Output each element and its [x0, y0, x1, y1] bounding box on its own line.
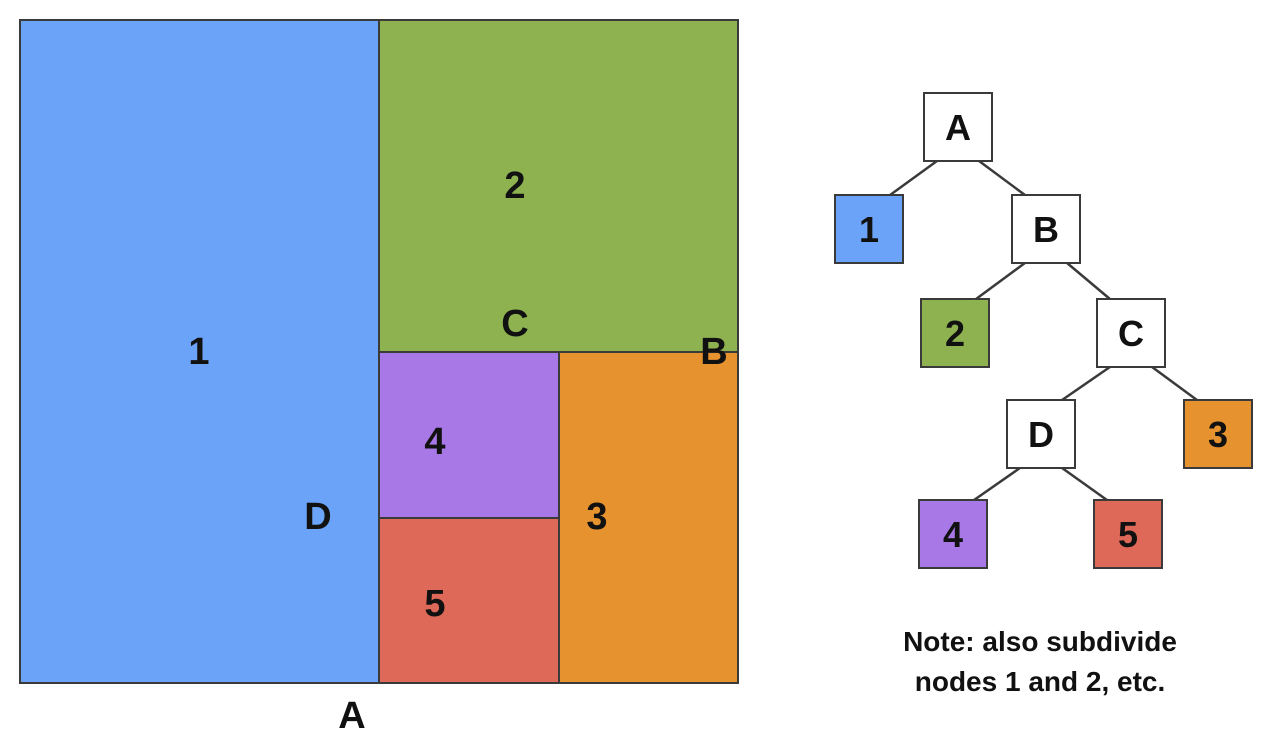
region-1-label: 1: [188, 331, 210, 373]
tree-node-box-2: [920, 298, 990, 368]
tree-node-label-2: 2: [945, 313, 965, 354]
note-line-1: Note: also subdivide: [903, 626, 1177, 657]
region-4-label: 4: [424, 421, 446, 463]
region-3-label: 3: [586, 496, 608, 538]
tree-edge-C-3: [1151, 365, 1198, 402]
tree-node-box-A: [923, 92, 993, 162]
note: Note: also subdivide nodes 1 and 2, etc.: [860, 622, 1220, 702]
split-label-d: D: [304, 496, 332, 538]
tree-node-label-B: B: [1033, 209, 1059, 250]
tree-edge-D-5: [1061, 466, 1108, 502]
tree-node-1: 1: [834, 194, 904, 264]
tree-node-D: D: [1006, 399, 1076, 469]
tree-node-box-C: [1096, 298, 1166, 368]
tree-edge-B-2: [975, 261, 1026, 301]
tree-node-label-4: 4: [943, 514, 963, 555]
tree-edge-D-4: [973, 466, 1021, 502]
tree-node-label-D: D: [1028, 414, 1054, 455]
tree-node-5: 5: [1093, 499, 1163, 569]
split-label-a: A: [338, 695, 366, 737]
tree-node-box-1: [834, 194, 904, 264]
region-3: [558, 351, 739, 684]
tree-node-box-D: [1006, 399, 1076, 469]
tree-node-label-C: C: [1118, 313, 1144, 354]
tree-node-label-3: 3: [1208, 414, 1228, 455]
tree-node-box-5: [1093, 499, 1163, 569]
region-2-label: 2: [504, 165, 526, 207]
tree-edge-B-C: [1066, 262, 1111, 300]
tree-node-label-1: 1: [859, 209, 879, 250]
tree-edge-A-B: [978, 159, 1026, 197]
tree-node-label-A: A: [945, 107, 971, 148]
tree-node-4: 4: [918, 499, 988, 569]
split-label-b: B: [700, 331, 728, 373]
tree-node-box-B: [1011, 194, 1081, 264]
tree-edge-A-1: [889, 159, 938, 197]
tree-node-box-4: [918, 499, 988, 569]
tree-node-2: 2: [920, 298, 990, 368]
tree-node-B: B: [1011, 194, 1081, 264]
tree-edge-C-D: [1061, 365, 1111, 402]
tree-node-box-3: [1183, 399, 1253, 469]
tree-node-3: 3: [1183, 399, 1253, 469]
region-5-label: 5: [424, 583, 446, 625]
region-2: [378, 19, 739, 353]
tree-node-A: A: [923, 92, 993, 162]
tree-node-C: C: [1096, 298, 1166, 368]
note-line-2: nodes 1 and 2, etc.: [914, 666, 1166, 697]
region-1: [19, 19, 380, 684]
tree-node-label-5: 5: [1118, 514, 1138, 555]
split-label-c: C: [501, 303, 529, 345]
